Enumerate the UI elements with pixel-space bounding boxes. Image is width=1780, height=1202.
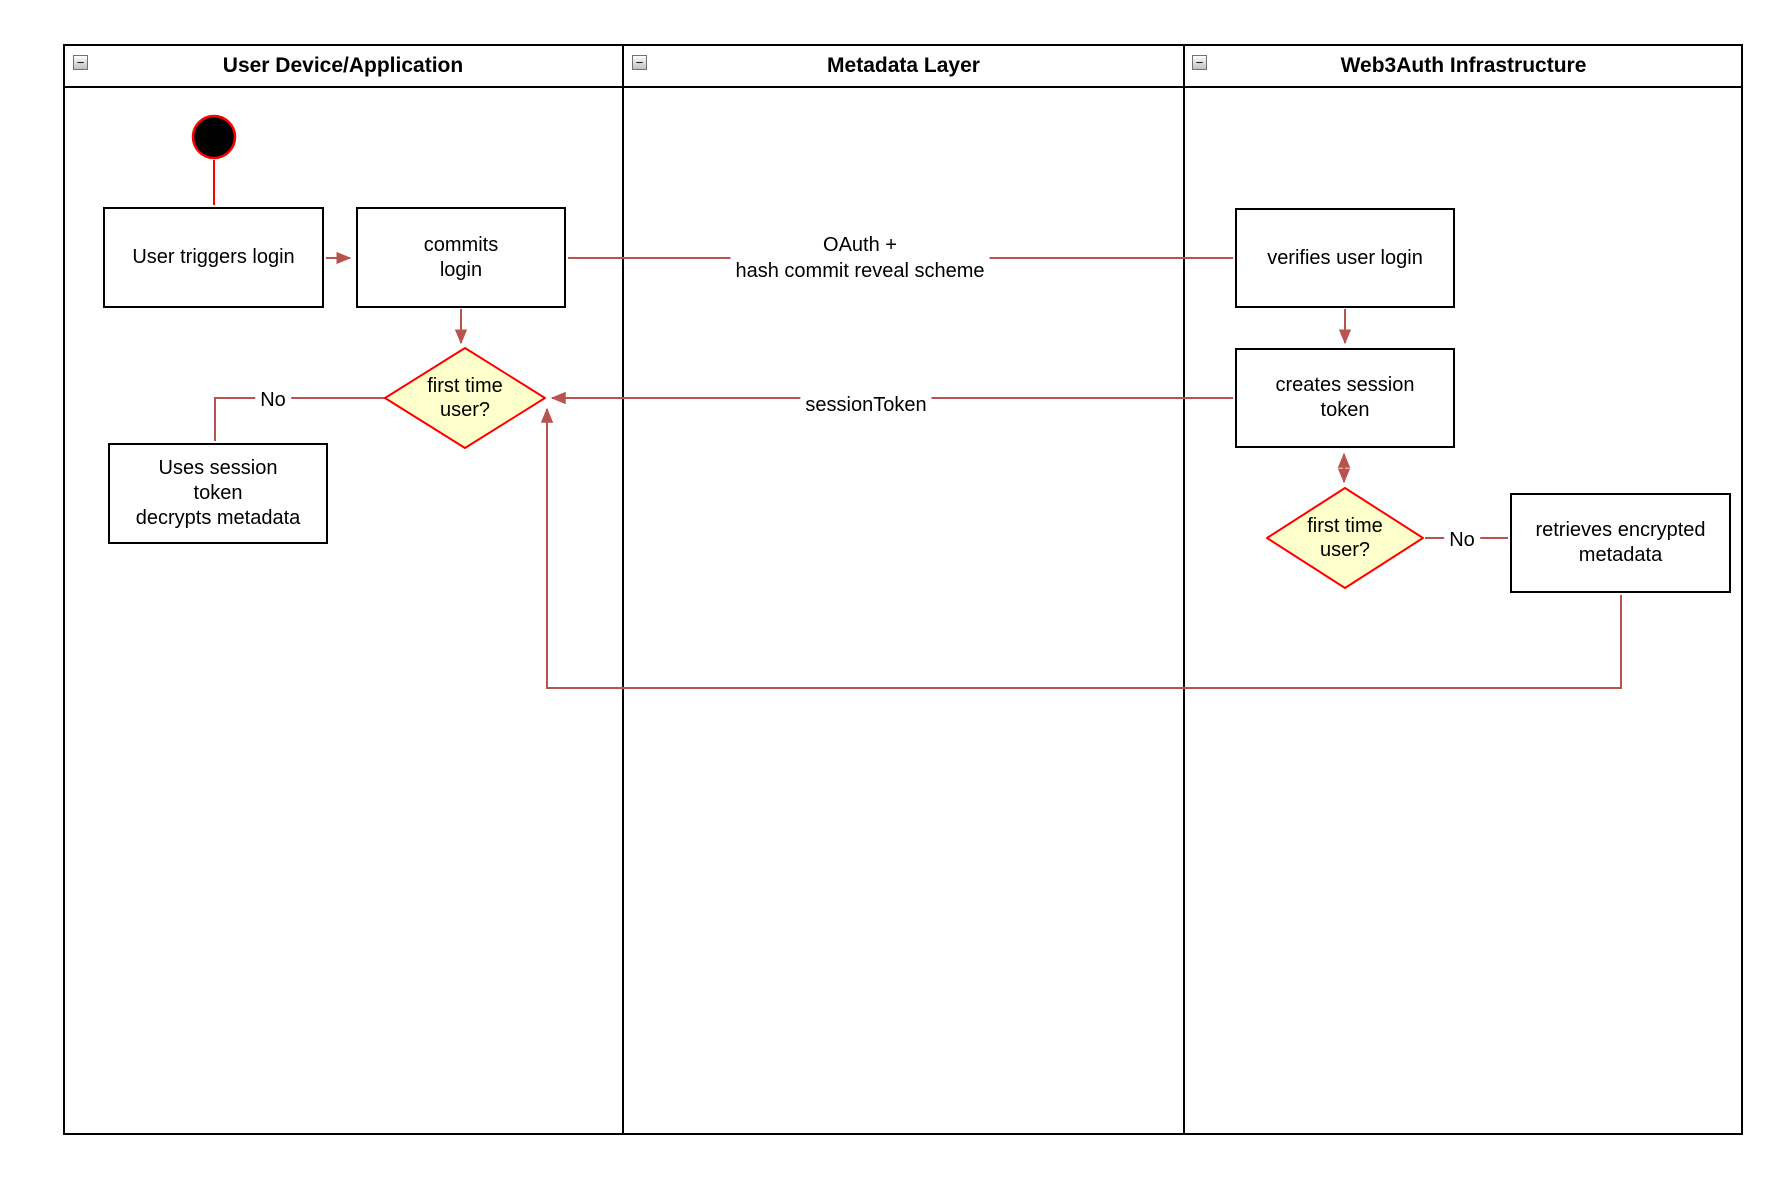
edge-label-session-token: sessionToken [800,392,932,418]
lane-header-user-device[interactable]: User Device/Application [63,46,623,86]
swimlane-frame [63,44,1743,1135]
start-node[interactable] [191,114,237,160]
lane-header-metadata-layer[interactable]: Metadata Layer [623,46,1184,86]
lane-divider-1 [622,44,624,1135]
node-verifies-user-login[interactable]: verifies user login [1235,208,1455,308]
lane-title-web3auth: Web3Auth Infrastructure [1340,54,1587,77]
node-label: commits login [423,233,499,281]
lane-title-user-device: User Device/Application [222,54,464,77]
edge-no-left[interactable] [214,397,385,441]
edge-feedback-loop[interactable] [540,407,1622,689]
swimlane-header-underline [63,44,1743,88]
collapse-lane-icon[interactable]: − [1192,55,1207,70]
lane-title-metadata-layer: Metadata Layer [827,54,980,77]
node-uses-session-token[interactable]: Uses session token decrypts metadata [108,443,328,544]
node-label: verifies user login [1267,246,1423,269]
node-label: User triggers login [132,246,295,268]
node-user-triggers-login[interactable]: User triggers login [103,207,324,308]
edge-label-no-left: No [255,387,291,413]
node-creates-session-token[interactable]: creates session token [1235,348,1455,448]
diamond-right-label: first time user? [1307,515,1383,561]
node-label: creates session token [1275,374,1415,421]
node-commits-login[interactable]: commits login [356,207,566,308]
collapse-lane-icon[interactable]: − [73,55,88,70]
edge-label-no-right: No [1444,527,1480,553]
lane-divider-2 [1183,44,1185,1135]
node-retrieves-encrypted-metadata[interactable]: retrieves encrypted metadata [1510,493,1731,593]
edge-label-oauth: OAuth + hash commit reveal scheme [730,232,990,284]
collapse-lane-icon[interactable]: − [632,55,647,70]
diamond-first-time-user-left[interactable] [384,347,546,449]
diamond-left-label: first time user? [427,375,503,421]
diamond-first-time-user-right[interactable] [1266,487,1424,589]
node-label: Uses session token decrypts metadata [135,457,301,529]
lane-header-web3auth[interactable]: Web3Auth Infrastructure [1184,46,1743,86]
node-label: retrieves encrypted metadata [1535,519,1706,566]
